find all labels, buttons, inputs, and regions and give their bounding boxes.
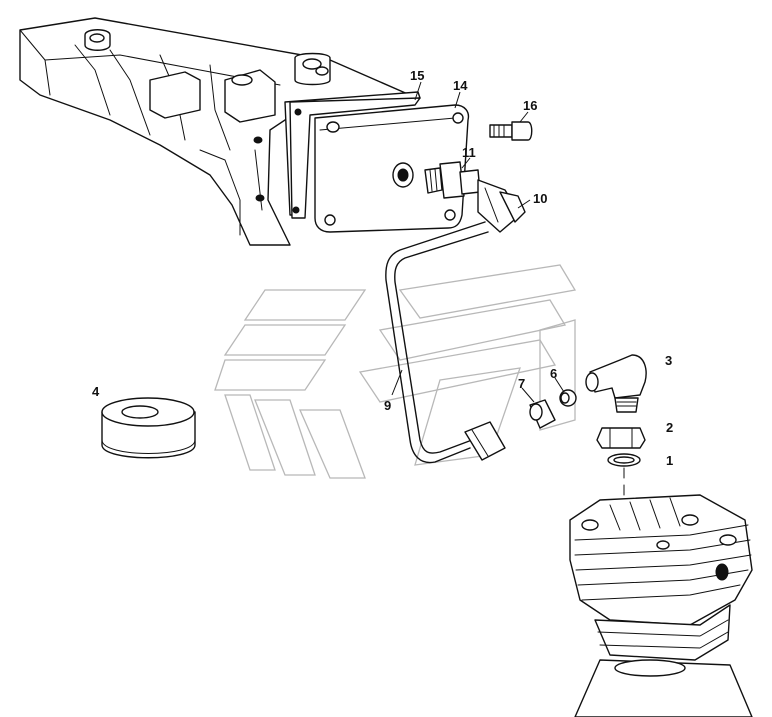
bolt <box>489 121 533 141</box>
callout-16: 16 <box>523 98 537 113</box>
lock-nut <box>596 427 646 449</box>
callout-6: 6 <box>550 366 557 381</box>
seal-washer <box>607 453 641 467</box>
callout-10: 10 <box>533 191 547 206</box>
callout-2: 2 <box>666 420 673 435</box>
ferrule <box>559 389 577 407</box>
callout-1: 1 <box>666 453 673 468</box>
pump-housing <box>19 17 411 246</box>
callout-labels: 1 2 3 4 6 7 9 10 11 14 15 16 <box>92 68 673 468</box>
union-fitting <box>424 161 481 199</box>
callout-leaders <box>391 81 565 403</box>
compressor-head <box>569 494 753 717</box>
pipe-line <box>385 221 506 464</box>
callout-15: 15 <box>410 68 424 83</box>
callout-14: 14 <box>453 78 468 93</box>
callout-9: 9 <box>384 398 391 413</box>
nut <box>529 399 556 429</box>
cover-plate <box>314 104 470 233</box>
callout-3: 3 <box>665 353 672 368</box>
banjo-nut <box>477 179 526 233</box>
elbow-fitting <box>585 354 647 413</box>
cap-part <box>101 397 196 459</box>
callout-7: 7 <box>518 376 525 391</box>
callout-11: 11 <box>462 145 476 160</box>
watermark-logo <box>214 264 577 479</box>
callout-4: 4 <box>92 384 100 399</box>
